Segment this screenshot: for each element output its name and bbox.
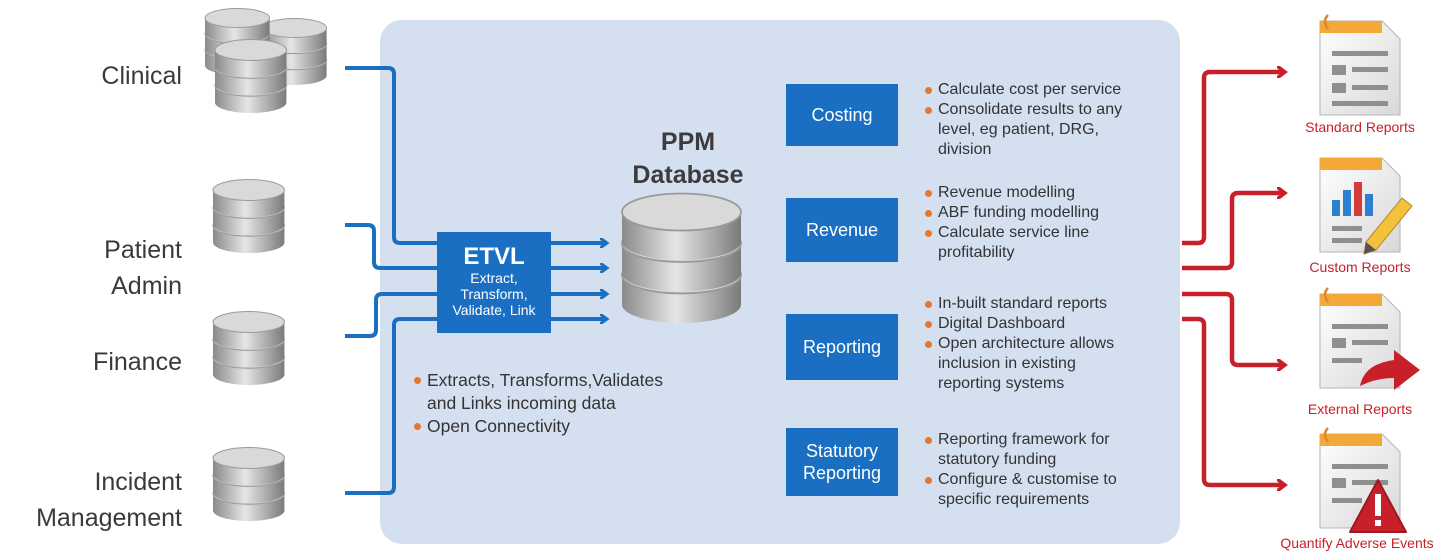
etvl-bullet-line: and Links incoming data — [427, 393, 616, 413]
bullet-line: statutory funding — [938, 451, 1057, 468]
module-revenue-label: Revenue — [805, 220, 879, 240]
etvl-bullet: Extracts, Transforms,Validates and Links… — [412, 369, 712, 415]
bullet-line: Reporting framework for — [938, 431, 1110, 448]
source-label-finance: Finance — [93, 348, 182, 376]
etvl-bullet-line: Open Connectivity — [427, 416, 570, 436]
module-statutory-label-line1: Statutory — [805, 441, 879, 461]
etvl-box: ETVL Extract, Transform, Validate, Link — [437, 232, 551, 333]
report-export-arrow-icon — [1319, 287, 1420, 390]
costing-bullet: Calculate cost per service — [923, 80, 1173, 100]
incident-database-icon — [213, 448, 284, 522]
etvl-bullet: Open Connectivity — [412, 415, 712, 438]
bullet-line: Consolidate results to any — [938, 101, 1123, 118]
bullet-line: Revenue modelling — [938, 184, 1075, 201]
etvl-bullet-line: Extracts, Transforms,Validates — [427, 370, 664, 390]
report-label-external: External Reports — [1307, 401, 1413, 417]
costing-bullet: Consolidate results to any level, eg pat… — [923, 100, 1173, 160]
finance-database-icon — [213, 312, 284, 386]
revenue-bullets: Revenue modelling ABF funding modelling … — [923, 183, 1173, 263]
statutory-bullets: Reporting framework for statutory fundin… — [923, 430, 1173, 510]
module-revenue: Revenue — [786, 198, 898, 262]
output-flow-lines — [1182, 72, 1284, 485]
source-label-patient-admin-text: Patient Admin — [104, 236, 182, 300]
module-costing: Costing — [786, 84, 898, 146]
reporting-bullets: In-built standard reports Digital Dashbo… — [923, 294, 1173, 394]
module-statutory-reporting: Statutory Reporting — [786, 428, 898, 496]
costing-bullets: Calculate cost per service Consolidate r… — [923, 80, 1173, 160]
reporting-bullet: Open architecture allows inclusion in ex… — [923, 334, 1173, 394]
report-chart-pencil-icon — [1319, 157, 1413, 255]
bullet-line: ABF funding modelling — [938, 204, 1099, 221]
report-warning-icon — [1319, 427, 1407, 533]
reporting-bullet: In-built standard reports — [923, 294, 1173, 314]
input-flow-lines — [345, 66, 437, 495]
bullet-line: specific requirements — [938, 491, 1090, 508]
report-document-icon — [1319, 14, 1401, 116]
etvl-subtitle-line3: Validate, Link — [452, 302, 536, 318]
source-label-clinical: Clinical — [101, 62, 182, 90]
revenue-bullet: Revenue modelling — [923, 183, 1173, 203]
module-statutory-label-line2: Reporting — [802, 463, 882, 483]
bullet-line: reporting systems — [938, 375, 1065, 392]
bullet-line: profitability — [938, 244, 1015, 261]
bullet-line: inclusion in existing — [938, 355, 1076, 372]
source-label-incident: Incident Management — [20, 464, 182, 536]
revenue-bullet: ABF funding modelling — [923, 203, 1173, 223]
clinical-database-icon — [205, 9, 327, 114]
ppm-database-title: PPM Database — [610, 126, 766, 192]
bullet-line: level, eg patient, DRG, — [938, 121, 1099, 138]
bullet-line: division — [938, 141, 992, 158]
etvl-title: ETVL — [463, 243, 525, 270]
bullet-line: Configure & customise to — [938, 471, 1117, 488]
module-costing-label: Costing — [811, 105, 873, 125]
etvl-output-arrows — [551, 243, 606, 319]
bullet-line: Calculate cost per service — [938, 81, 1122, 98]
etvl-subtitle-line2: Transform, — [460, 286, 528, 302]
statutory-bullet: Reporting framework for statutory fundin… — [923, 430, 1173, 470]
source-label-incident-text: Incident Management — [36, 468, 182, 532]
source-label-patient-admin: Patient Admin — [20, 196, 182, 340]
report-label-custom: Custom Reports — [1309, 259, 1411, 275]
bullet-line: Calculate service line — [938, 224, 1090, 241]
etvl-subtitle-line1: Extract, — [470, 270, 518, 286]
report-label-adverse: Quantify Adverse Events — [1280, 535, 1434, 551]
reporting-bullet: Digital Dashboard — [923, 314, 1173, 334]
ppm-title-line2: Database — [632, 161, 744, 189]
bullet-line: Open architecture allows — [938, 335, 1115, 352]
revenue-bullet: Calculate service line profitability — [923, 223, 1173, 263]
ppm-database-icon — [622, 194, 741, 324]
module-reporting-label: Reporting — [802, 337, 882, 357]
patient-admin-database-icon — [213, 180, 284, 254]
module-reporting: Reporting — [786, 314, 898, 380]
bullet-line: Digital Dashboard — [938, 315, 1066, 332]
report-label-standard: Standard Reports — [1305, 119, 1415, 135]
ppm-title-line1: PPM — [660, 128, 716, 156]
statutory-bullet: Configure & customise to specific requir… — [923, 470, 1173, 510]
etvl-bullets: Extracts, Transforms,Validates and Links… — [412, 369, 712, 438]
bullet-line: In-built standard reports — [938, 295, 1107, 312]
